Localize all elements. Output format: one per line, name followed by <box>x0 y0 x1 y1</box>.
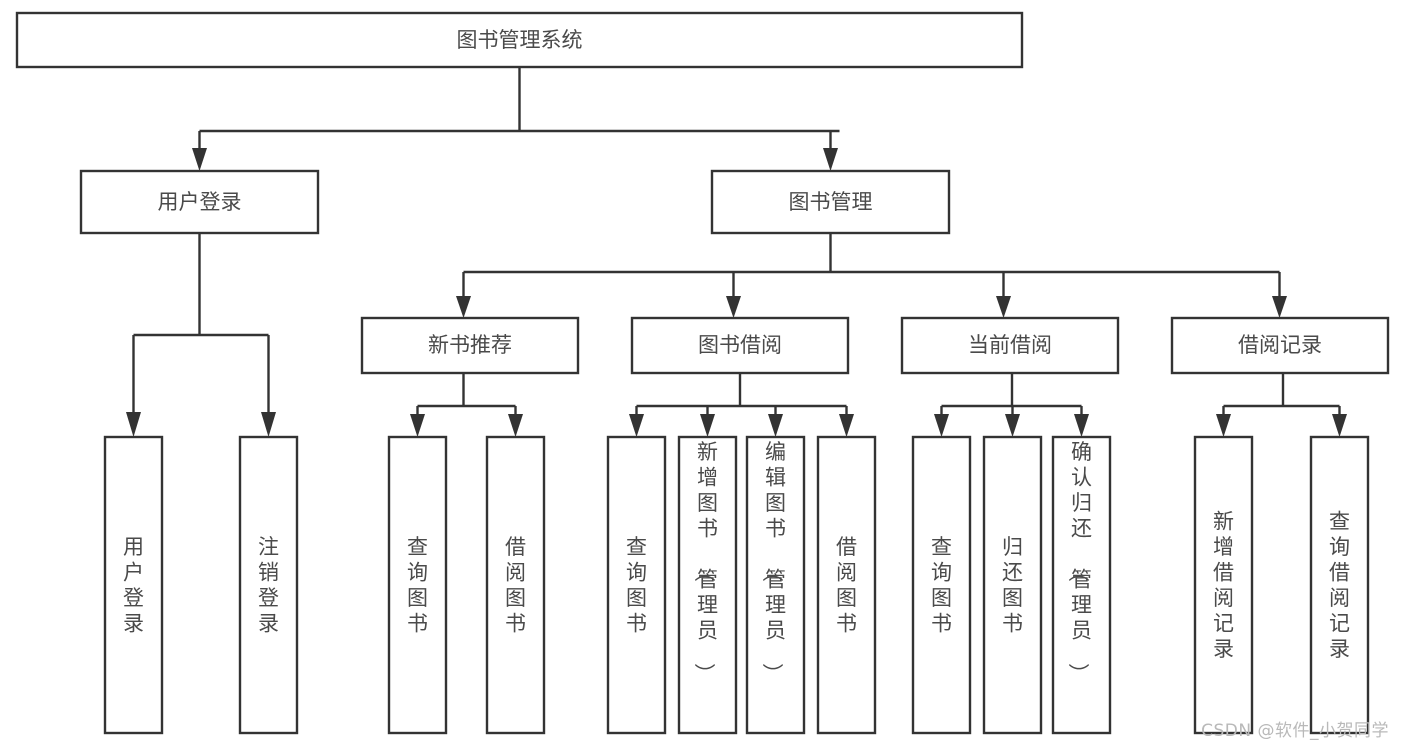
arrowhead-leaf-confirm-return-admin <box>1074 414 1089 437</box>
node-leaf-query-book-borrow[interactable]: 查询图书 <box>606 435 667 735</box>
node-borrow-record-box[interactable] <box>1170 316 1390 375</box>
arrowhead-leaf-query-book-rec <box>410 414 425 437</box>
node-root[interactable]: 图书管理系统 <box>15 11 1024 69</box>
node-leaf-borrow-book[interactable]: 借阅图书 <box>816 435 877 735</box>
node-leaf-return-book-box[interactable] <box>982 435 1043 735</box>
arrowhead-leaf-return-book <box>1005 414 1020 437</box>
node-leaf-logout-label: 注销登录 <box>258 535 279 636</box>
node-leaf-borrow-book-rec[interactable]: 借阅图书 <box>485 435 546 735</box>
node-book-borrow-label: 图书借阅 <box>698 333 782 357</box>
arrowhead-leaf-logout <box>261 412 276 437</box>
node-leaf-logout[interactable]: 注销登录 <box>238 435 299 735</box>
node-leaf-confirm-return-admin-box[interactable] <box>1051 435 1112 735</box>
node-new-book-recommend-box[interactable] <box>360 316 580 375</box>
csdn-watermark: CSDN @软件_小贺同学 <box>1201 721 1389 741</box>
node-book-manage-label: 图书管理 <box>789 190 873 214</box>
node-book-borrow-box[interactable] <box>630 316 850 375</box>
node-root-label: 图书管理系统 <box>457 28 583 52</box>
node-user-login-label: 用户登录 <box>158 190 242 214</box>
arrowhead-new-book-recommend <box>456 296 471 318</box>
node-new-book-recommend[interactable]: 新书推荐 <box>360 316 580 375</box>
node-leaf-query-book-rec-label: 查询图书 <box>407 535 428 636</box>
node-leaf-confirm-return-admin-label: 确认归还（管理员） <box>1066 440 1092 684</box>
node-leaf-add-borrow-record-label: 新增借阅记录 <box>1213 509 1234 661</box>
node-user-login[interactable]: 用户登录 <box>79 169 320 235</box>
node-leaf-query-book-rec-box[interactable] <box>387 435 448 735</box>
arrowhead-leaf-query-book-current <box>934 414 949 437</box>
node-leaf-add-book-admin[interactable]: 新增图书（管理员） <box>677 435 738 735</box>
node-book-manage[interactable]: 图书管理 <box>710 169 951 235</box>
node-book-borrow[interactable]: 图书借阅 <box>630 316 850 375</box>
node-leaf-borrow-book-rec-box[interactable] <box>485 435 546 735</box>
node-leaf-edit-book-admin-box[interactable] <box>745 435 806 735</box>
connector-layer <box>126 67 1347 437</box>
node-new-book-recommend-label: 新书推荐 <box>428 333 512 357</box>
node-borrow-record-label: 借阅记录 <box>1238 333 1322 357</box>
arrowhead-borrow-record <box>1272 296 1287 318</box>
node-leaf-add-borrow-record-box[interactable] <box>1193 435 1254 735</box>
node-leaf-edit-book-admin[interactable]: 编辑图书（管理员） <box>745 435 806 735</box>
node-leaf-add-borrow-record[interactable]: 新增借阅记录 <box>1193 435 1254 735</box>
node-leaf-borrow-book-rec-label: 借阅图书 <box>505 535 526 636</box>
arrowhead-leaf-add-borrow-record <box>1216 414 1231 437</box>
arrowhead-current-borrow <box>996 296 1011 318</box>
node-current-borrow-label: 当前借阅 <box>968 333 1052 357</box>
node-leaf-query-borrow-record-label: 查询借阅记录 <box>1329 509 1350 661</box>
arrowhead-book-manage <box>823 148 838 171</box>
node-current-borrow-box[interactable] <box>900 316 1120 375</box>
node-book-manage-box[interactable] <box>710 169 951 235</box>
node-leaf-return-book-label: 归还图书 <box>1002 535 1023 636</box>
arrowhead-leaf-edit-book-admin <box>768 414 783 437</box>
node-leaf-logout-box[interactable] <box>238 435 299 735</box>
arrowhead-leaf-user-login <box>126 412 141 437</box>
node-leaf-edit-book-admin-label: 编辑图书（管理员） <box>760 440 786 684</box>
arrowhead-user-login <box>192 148 207 171</box>
node-root-box[interactable] <box>15 11 1024 69</box>
node-leaf-user-login-label: 用户登录 <box>123 535 144 636</box>
node-current-borrow[interactable]: 当前借阅 <box>900 316 1120 375</box>
node-leaf-user-login[interactable]: 用户登录 <box>103 435 164 735</box>
arrowhead-leaf-query-book-borrow <box>629 414 644 437</box>
arrowhead-leaf-query-borrow-record <box>1332 414 1347 437</box>
node-leaf-user-login-box[interactable] <box>103 435 164 735</box>
arrowhead-leaf-add-book-admin <box>700 414 715 437</box>
node-borrow-record[interactable]: 借阅记录 <box>1170 316 1390 375</box>
node-leaf-query-borrow-record-box[interactable] <box>1309 435 1370 735</box>
node-leaf-add-book-admin-label: 新增图书（管理员） <box>692 440 718 684</box>
node-leaf-query-book-current[interactable]: 查询图书 <box>911 435 972 735</box>
node-leaf-add-book-admin-box[interactable] <box>677 435 738 735</box>
arrowhead-leaf-borrow-book <box>839 414 854 437</box>
node-leaf-query-book-current-box[interactable] <box>911 435 972 735</box>
node-leaf-query-book-borrow-box[interactable] <box>606 435 667 735</box>
node-leaf-return-book[interactable]: 归还图书 <box>982 435 1043 735</box>
node-leaf-query-book-current-label: 查询图书 <box>931 535 952 636</box>
arrowhead-leaf-borrow-book-rec <box>508 414 523 437</box>
arrowhead-book-borrow <box>726 296 741 318</box>
node-leaf-borrow-book-label: 借阅图书 <box>836 535 857 636</box>
node-leaf-borrow-book-box[interactable] <box>816 435 877 735</box>
node-leaf-confirm-return-admin[interactable]: 确认归还（管理员） <box>1051 435 1112 735</box>
node-leaf-query-book-rec[interactable]: 查询图书 <box>387 435 448 735</box>
node-user-login-box[interactable] <box>79 169 320 235</box>
node-leaf-query-borrow-record[interactable]: 查询借阅记录 <box>1309 435 1370 735</box>
node-leaf-query-book-borrow-label: 查询图书 <box>626 535 647 636</box>
